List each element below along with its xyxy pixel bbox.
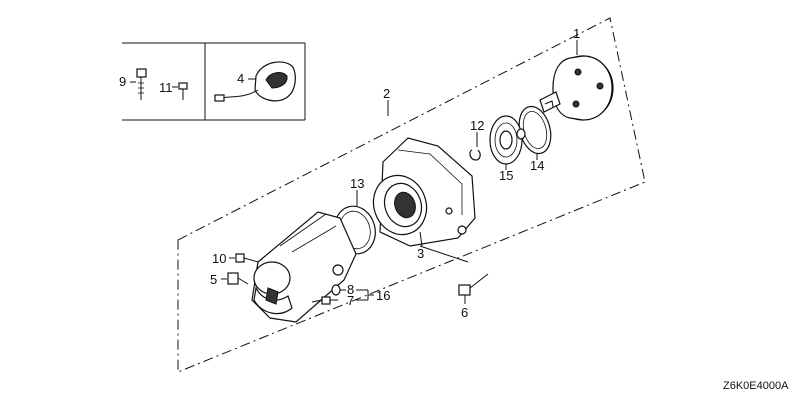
- bearing-15: [489, 115, 526, 170]
- callout-15: 15: [499, 168, 513, 183]
- clip-12: [469, 132, 481, 161]
- cap-4: [214, 61, 296, 102]
- callout-6: 6: [461, 305, 468, 320]
- callout-16: 16: [376, 288, 390, 303]
- drawing-code: Z6K0E4000A: [723, 380, 789, 392]
- callout-1: 1: [573, 26, 580, 41]
- callout-2: 2: [383, 86, 390, 101]
- callout-5: 5: [210, 272, 217, 287]
- bolt-7-washer-8: [311, 284, 374, 305]
- inset-box: [122, 42, 306, 121]
- callout-3: 3: [417, 246, 424, 261]
- callout-7: 7: [347, 293, 354, 308]
- housing-3: [372, 137, 476, 247]
- bolt-6: [419, 245, 489, 304]
- callout-4: 4: [237, 71, 244, 86]
- callout-14: 14: [530, 158, 544, 173]
- assembly-boundary: [177, 17, 646, 373]
- drum-1: [539, 40, 614, 121]
- callout-8: 8: [347, 282, 354, 297]
- callout-10: 10: [212, 251, 226, 266]
- screw-5: [221, 272, 249, 285]
- callout-12: 12: [470, 118, 484, 133]
- screw-11: [172, 82, 188, 100]
- callout-13: 13: [350, 176, 364, 191]
- gear-case: [251, 211, 357, 323]
- screw-10: [229, 253, 259, 263]
- bolt-9: [130, 68, 147, 100]
- circlip-14: [518, 105, 552, 160]
- callout-11: 11: [159, 80, 173, 95]
- callout-9: 9: [119, 74, 126, 89]
